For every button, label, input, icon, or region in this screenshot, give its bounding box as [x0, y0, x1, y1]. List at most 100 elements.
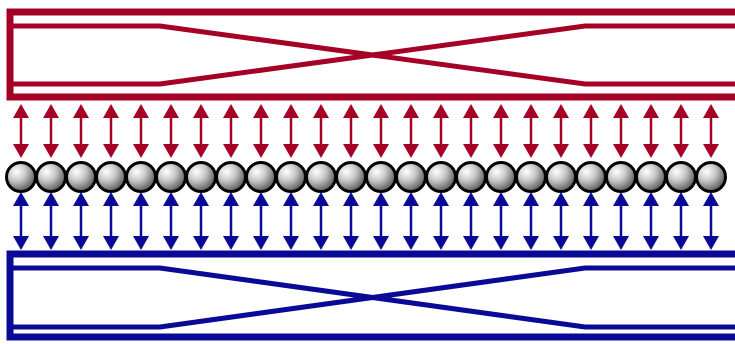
bottom-arrow-23-head-up — [673, 192, 689, 206]
top-arrow-21-head-down — [613, 144, 629, 158]
top-arrow-19-head-up — [553, 104, 569, 118]
bead-1 — [5, 161, 37, 193]
top-arrow-2-head-down — [43, 144, 59, 158]
bottom-arrow-11-head-down — [313, 236, 329, 250]
bottom-arrow-13-head-down — [373, 236, 389, 250]
bottom-arrow-17-head-down — [493, 236, 509, 250]
top-arrow-4-head-down — [103, 144, 119, 158]
top-arrow-1-head-down — [13, 144, 29, 158]
bead-18 — [515, 161, 547, 193]
top-arrow-9-head-down — [253, 144, 269, 158]
bottom-arrow-12-head-up — [343, 192, 359, 206]
bead-7 — [185, 161, 217, 193]
bottom-arrow-20-head-down — [583, 236, 599, 250]
top-arrow-14-head-up — [403, 104, 419, 118]
bottom-arrow-10-head-up — [283, 192, 299, 206]
panel-crossing-line-up — [10, 265, 735, 330]
bottom-arrow-16-head-up — [463, 192, 479, 206]
top-arrow-20-head-down — [583, 144, 599, 158]
top-arrow-10-head-up — [283, 104, 299, 118]
bead-15 — [425, 161, 457, 193]
top-arrow-6-head-up — [163, 104, 179, 118]
bottom-arrow-5-head-up — [133, 192, 149, 206]
top-arrow-17-head-down — [493, 144, 509, 158]
top-arrow-8-head-up — [223, 104, 239, 118]
top-arrow-10-head-down — [283, 144, 299, 158]
top-arrow-22-head-up — [643, 104, 659, 118]
top-arrow-11-head-down — [313, 144, 329, 158]
top-arrow-5-head-up — [133, 104, 149, 118]
bottom-arrow-6-head-up — [163, 192, 179, 206]
top-arrow-5-head-down — [133, 144, 149, 158]
bottom-arrow-18-head-down — [523, 236, 539, 250]
bottom-arrow-7-head-down — [193, 236, 209, 250]
bottom-arrow-5-head-down — [133, 236, 149, 250]
top-arrow-14-head-down — [403, 144, 419, 158]
top-arrow-24-head-up — [703, 104, 719, 118]
top-arrow-8-head-down — [223, 144, 239, 158]
top-arrow-11-head-up — [313, 104, 329, 118]
top-arrow-4-head-up — [103, 104, 119, 118]
bead-23 — [665, 161, 697, 193]
bead-10 — [275, 161, 307, 193]
bottom-arrow-6-head-down — [163, 236, 179, 250]
bead-20 — [575, 161, 607, 193]
top-arrow-13-head-down — [373, 144, 389, 158]
top-arrow-16-head-up — [463, 104, 479, 118]
bottom-arrow-14-head-up — [403, 192, 419, 206]
bottom-arrow-20-head-up — [583, 192, 599, 206]
top-arrow-24-head-down — [703, 144, 719, 158]
bottom-arrow-1-head-down — [13, 236, 29, 250]
bottom-arrow-row — [13, 192, 719, 250]
bottom-arrow-16-head-down — [463, 236, 479, 250]
top-arrow-7-head-up — [193, 104, 209, 118]
top-arrow-1-head-up — [13, 104, 29, 118]
bottom-arrow-19-head-down — [553, 236, 569, 250]
bottom-arrow-17-head-up — [493, 192, 509, 206]
bottom-arrow-2-head-down — [43, 236, 59, 250]
top-arrow-18-head-up — [523, 104, 539, 118]
top-panel — [6, 8, 735, 101]
bead-12 — [335, 161, 367, 193]
bead-14 — [395, 161, 427, 193]
bottom-arrow-4-head-up — [103, 192, 119, 206]
top-arrow-21-head-up — [613, 104, 629, 118]
bead-9 — [245, 161, 277, 193]
top-arrow-18-head-down — [523, 144, 539, 158]
top-arrow-23-head-down — [673, 144, 689, 158]
top-arrow-9-head-up — [253, 104, 269, 118]
bottom-arrow-19-head-up — [553, 192, 569, 206]
top-arrow-2-head-up — [43, 104, 59, 118]
top-arrow-15-head-up — [433, 104, 449, 118]
bottom-arrow-9-head-up — [253, 192, 269, 206]
bead-17 — [485, 161, 517, 193]
bead-22 — [635, 161, 667, 193]
bottom-arrow-9-head-down — [253, 236, 269, 250]
bead-4 — [95, 161, 127, 193]
top-arrow-12-head-down — [343, 144, 359, 158]
bead-6 — [155, 161, 187, 193]
top-arrow-7-head-down — [193, 144, 209, 158]
bottom-arrow-15-head-down — [433, 236, 449, 250]
bottom-arrow-1-head-up — [13, 192, 29, 206]
bottom-arrow-4-head-down — [103, 236, 119, 250]
top-arrow-15-head-down — [433, 144, 449, 158]
top-arrow-3-head-down — [73, 144, 89, 158]
bottom-arrow-12-head-down — [343, 236, 359, 250]
top-arrow-20-head-up — [583, 104, 599, 118]
top-arrow-12-head-up — [343, 104, 359, 118]
bottom-arrow-21-head-up — [613, 192, 629, 206]
bead-19 — [545, 161, 577, 193]
top-arrow-17-head-up — [493, 104, 509, 118]
bottom-panel — [6, 250, 735, 341]
bead-8 — [215, 161, 247, 193]
bead-16 — [455, 161, 487, 193]
bottom-arrow-13-head-up — [373, 192, 389, 206]
bottom-arrow-2-head-up — [43, 192, 59, 206]
bottom-arrow-14-head-down — [403, 236, 419, 250]
bead-chain — [5, 161, 727, 193]
top-arrow-22-head-down — [643, 144, 659, 158]
bottom-arrow-8-head-down — [223, 236, 239, 250]
bottom-arrow-7-head-up — [193, 192, 209, 206]
bottom-arrow-15-head-up — [433, 192, 449, 206]
